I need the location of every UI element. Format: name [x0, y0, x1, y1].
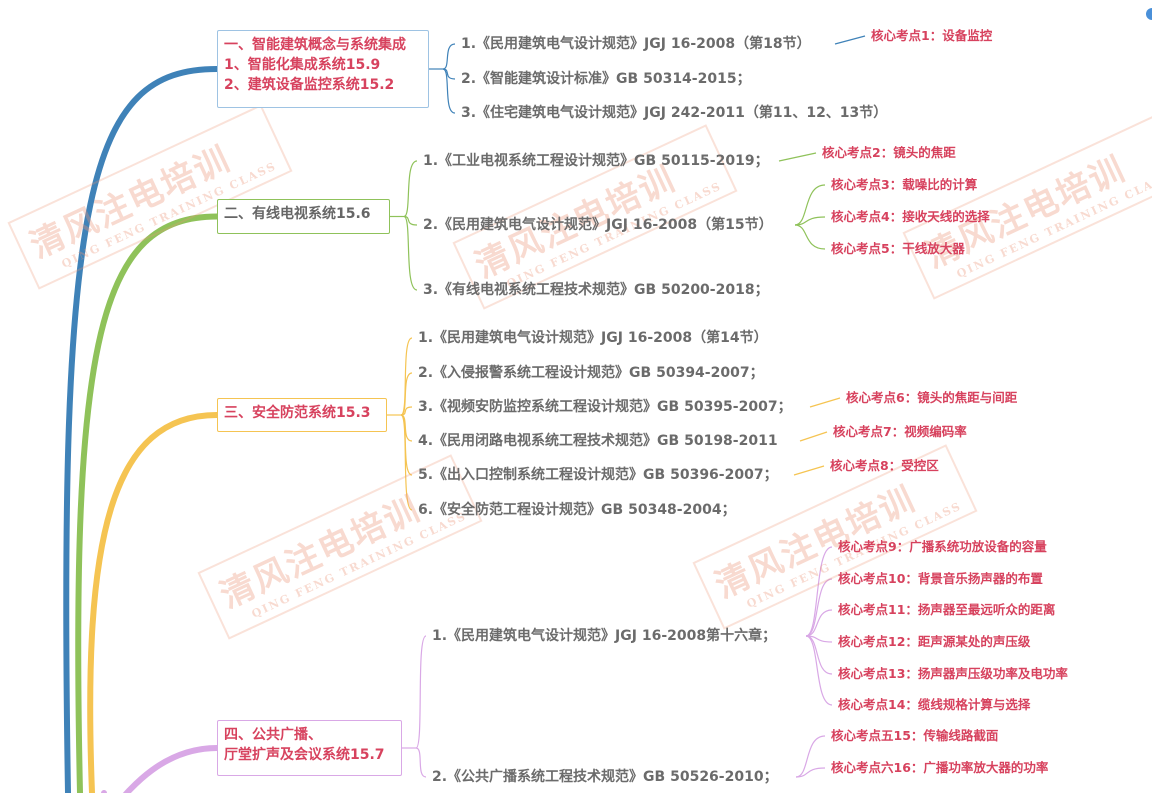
topic-title-line: 二、有线电视系统15.6	[224, 206, 371, 222]
ref-connector	[403, 215, 418, 226]
scroll-indicator-icon	[1146, 8, 1152, 20]
ref-connector	[400, 414, 413, 511]
core-keypoint-item[interactable]: 核心考点六16：广播功率放大器的功率	[831, 760, 1049, 775]
core-keypoint-item[interactable]: 核心考点7：视频编码率	[833, 424, 967, 439]
ref-connector	[415, 635, 427, 749]
core-keypoint-item[interactable]: 核心考点10：背景音乐扬声器的布置	[838, 571, 1043, 586]
ref-connector	[400, 372, 413, 416]
topic-node-1[interactable]: 一、智能建筑概念与系统集成 1、智能化集成系统15.9 2、建筑设备监控系统15.2	[217, 30, 429, 108]
core-keypoint-item[interactable]: 核心考点5：干线放大器	[831, 241, 965, 256]
keypoint-connector	[805, 578, 833, 637]
keypoint-connector	[799, 431, 828, 442]
standard-reference-item[interactable]: 6.《安全防范工程设计规范》GB 50348-2004；	[418, 502, 736, 518]
keypoint-connector	[805, 546, 833, 637]
main-branch-4	[100, 745, 220, 793]
ref-connector	[403, 160, 418, 218]
core-keypoint-item[interactable]: 核心考点6：镜头的焦距与间距	[846, 390, 1018, 405]
keypoint-connector	[805, 609, 833, 637]
keypoint-connector	[795, 767, 826, 778]
standard-reference-item[interactable]: 2.《智能建筑设计标准》GB 50314-2015；	[461, 71, 751, 87]
keypoint-connector	[793, 465, 825, 476]
core-keypoint-item[interactable]: 核心考点2：镜头的焦距	[822, 145, 956, 160]
topic-node-4[interactable]: 四、公共广播、厅堂扩声及会议系统15.7	[217, 720, 402, 776]
core-keypoint-item[interactable]: 核心考点14：缆线规格计算与选择	[838, 697, 1031, 712]
standard-reference-item[interactable]: 2.《公共广播系统工程技术规范》GB 50526-2010；	[432, 769, 778, 785]
ref-connector	[403, 215, 418, 291]
ref-connector	[415, 747, 427, 778]
standard-reference-item[interactable]: 3.《视频安防监控系统工程设计规范》GB 50395-2007；	[418, 399, 792, 415]
standard-reference-item[interactable]: 1.《工业电视系统工程设计规范》GB 50115-2019；	[423, 153, 769, 169]
standard-reference-item[interactable]: 5.《出入口控制系统工程设计规范》GB 50396-2007；	[418, 467, 778, 483]
core-keypoint-item[interactable]: 核心考点1：设备监控	[871, 28, 993, 43]
topic-title-line: 三、安全防范系统15.3	[224, 405, 371, 421]
ref-connector	[400, 414, 413, 476]
standard-reference-item[interactable]: 3.《有线电视系统工程技术规范》GB 50200-2018；	[423, 282, 769, 298]
ref-connector	[442, 68, 456, 114]
standard-reference-item[interactable]: 1.《民用建筑电气设计规范》JGJ 16-2008（第18节）	[461, 36, 811, 52]
topic-node-2[interactable]: 二、有线电视系统15.6	[217, 199, 390, 234]
keypoint-connector	[794, 184, 826, 226]
keypoint-connector	[834, 35, 866, 45]
topic-title-line: 1、智能化集成系统15.9	[224, 57, 381, 73]
topic-title-line: 2、建筑设备监控系统15.2	[224, 77, 395, 93]
keypoint-connector	[795, 735, 826, 778]
standard-reference-item[interactable]: 2.《民用建筑电气设计规范》JGJ 16-2008（第15节）	[423, 217, 773, 233]
core-keypoint-item[interactable]: 核心考点8：受控区	[830, 458, 939, 473]
core-keypoint-item[interactable]: 核心考点13：扬声器声压级功率及电功率	[838, 666, 1068, 681]
keypoint-connector	[794, 216, 826, 226]
topic-title-line: 四、公共广播、	[224, 727, 322, 743]
keypoint-connector	[805, 635, 833, 706]
standard-reference-item[interactable]: 1.《民用建筑电气设计规范》JGJ 16-2008第十六章；	[432, 628, 777, 644]
topic-title-line: 一、智能建筑概念与系统集成	[224, 37, 406, 53]
core-keypoint-item[interactable]: 核心考点3：载噪比的计算	[831, 177, 978, 192]
ref-connector	[442, 43, 456, 70]
standard-reference-item[interactable]: 2.《入侵报警系统工程设计规范》GB 50394-2007；	[418, 365, 764, 381]
standard-reference-item[interactable]: 3.《住宅建筑电气设计规范》JGJ 242-2011（第11、12、13节）	[461, 105, 888, 121]
main-branch-3	[87, 412, 220, 793]
main-branch-2	[75, 213, 220, 793]
topic-node-3[interactable]: 三、安全防范系统15.3	[217, 398, 387, 432]
standard-reference-item[interactable]: 4.《民用闭路电视系统工程技术规范》GB 50198-2011	[418, 433, 778, 449]
keypoint-connector	[809, 397, 841, 408]
core-keypoint-item[interactable]: 核心考点12：距声源某处的声压级	[838, 634, 1031, 649]
topic-title-line: 厅堂扩声及会议系统15.7	[224, 747, 385, 763]
core-keypoint-item[interactable]: 核心考点9：广播系统功放设备的容量	[838, 539, 1047, 554]
ref-connector	[400, 337, 413, 416]
standard-reference-item[interactable]: 1.《民用建筑电气设计规范》JGJ 16-2008（第14节）	[418, 330, 768, 346]
core-keypoint-item[interactable]: 核心考点11：扬声器至最远听众的距离	[838, 602, 1056, 617]
core-keypoint-item[interactable]: 核心考点4：接收天线的选择	[831, 209, 990, 224]
keypoint-connector	[794, 224, 826, 250]
main-branch-1	[63, 66, 220, 793]
core-keypoint-item[interactable]: 核心考点五15：传输线路截面	[831, 728, 999, 743]
keypoint-connector	[778, 152, 817, 162]
